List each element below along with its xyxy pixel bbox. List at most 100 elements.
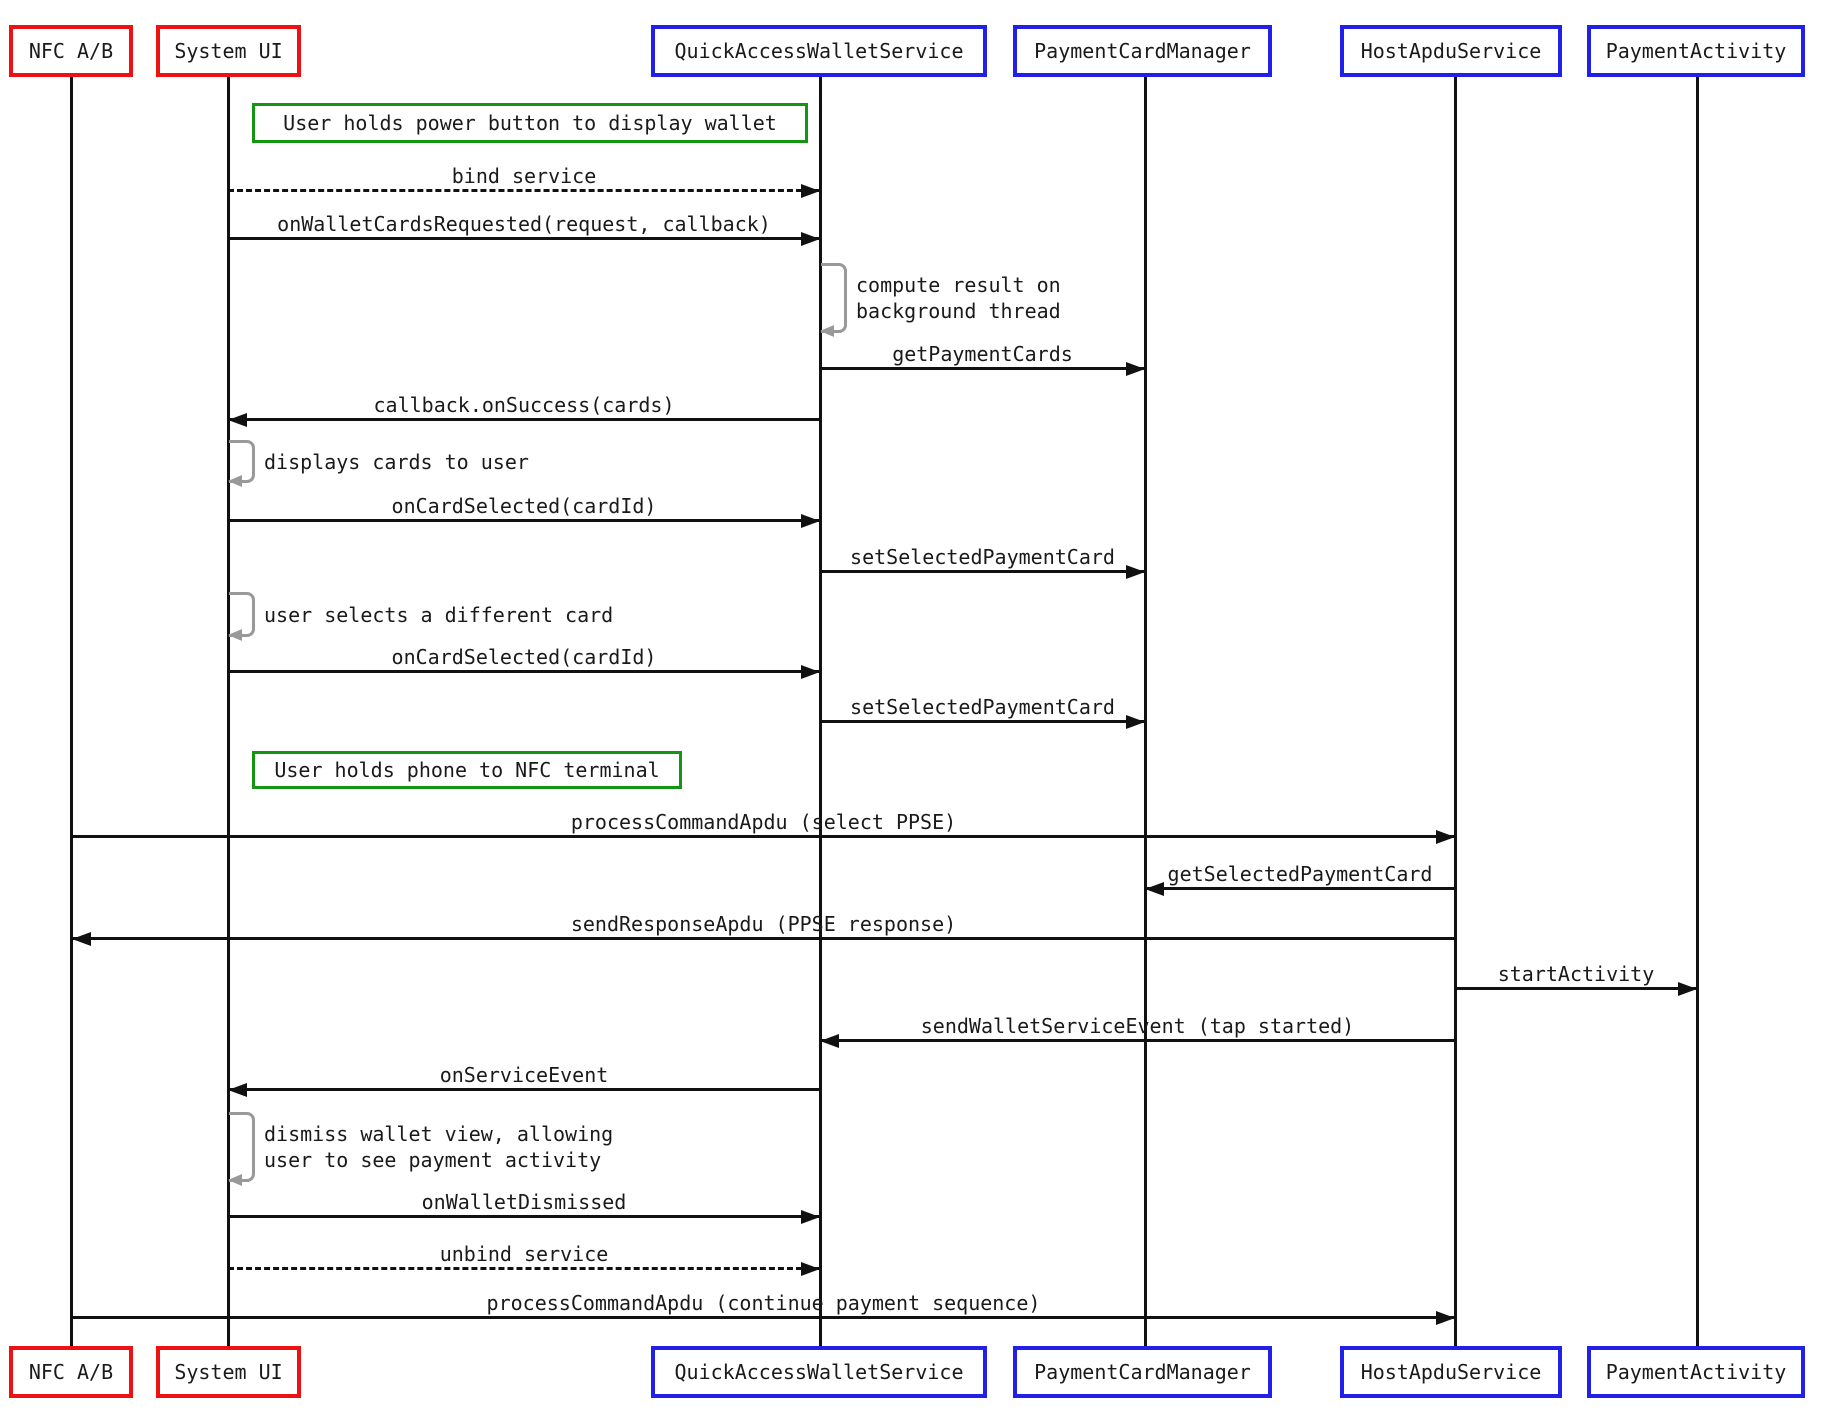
message-line xyxy=(228,1082,820,1097)
lifeline-system-ui xyxy=(227,72,230,1346)
message-label: setSelectedPaymentCard xyxy=(850,545,1115,569)
arrowhead-right-icon xyxy=(1678,981,1697,996)
message-label: getPaymentCards xyxy=(892,342,1073,366)
lifeline-payment-card-manager xyxy=(1144,72,1147,1346)
arrowhead-right-icon xyxy=(801,1261,820,1276)
self-message-label: dismiss wallet view, allowing user to se… xyxy=(264,1122,614,1172)
message-line xyxy=(820,361,1145,376)
message-onwalletdismissed: onWalletDismissed xyxy=(228,1189,820,1224)
note-user-holds-power-button: User holds power button to display walle… xyxy=(252,103,808,143)
arrowhead-right-icon xyxy=(801,664,820,679)
message-processcommandapdu-continue: processCommandApdu (continue payment seq… xyxy=(72,1290,1455,1325)
message-label: sendWalletServiceEvent (tap started) xyxy=(920,1014,1355,1038)
participant-top-payment-activity: PaymentActivity xyxy=(1587,25,1805,77)
self-message-bracket xyxy=(228,440,255,487)
message-oncardselected-1: onCardSelected(cardId) xyxy=(228,493,820,528)
participant-top-host-apdu-service: HostApduService xyxy=(1340,25,1562,77)
message-line xyxy=(1455,981,1697,996)
arrowhead-left-icon xyxy=(820,325,834,337)
arrowhead-right-icon xyxy=(801,183,820,198)
message-setselectedpaymentcard-2: setSelectedPaymentCard xyxy=(820,694,1145,729)
note-user-holds-phone-nfc: User holds phone to NFC terminal xyxy=(252,751,682,789)
message-bind-service: bind service xyxy=(228,163,820,198)
message-line xyxy=(228,513,820,528)
message-label: onCardSelected(cardId) xyxy=(391,494,657,518)
self-message-label: displays cards to user xyxy=(264,449,529,474)
arrowhead-left-icon xyxy=(1145,881,1164,896)
message-oncardselected-2: onCardSelected(cardId) xyxy=(228,644,820,679)
message-line xyxy=(228,664,820,679)
participant-top-nfc-ab: NFC A/B xyxy=(9,25,133,77)
arrowhead-left-icon xyxy=(228,1174,242,1186)
message-label: callback.onSuccess(cards) xyxy=(373,393,675,417)
message-label: onCardSelected(cardId) xyxy=(391,645,657,669)
message-label: processCommandApdu (continue payment seq… xyxy=(486,1291,1041,1315)
message-line xyxy=(228,183,820,198)
participant-bottom-nfc-ab: NFC A/B xyxy=(9,1346,133,1398)
self-message-label: compute result on background thread xyxy=(856,273,1061,323)
participant-top-system-ui: System UI xyxy=(156,25,301,77)
self-message-bracket xyxy=(820,263,847,337)
self-message-dismiss-wallet-view: dismiss wallet view, allowing user to se… xyxy=(228,1112,708,1186)
arrowhead-right-icon xyxy=(801,1209,820,1224)
self-message-displays-cards: displays cards to user xyxy=(228,440,708,487)
arrowhead-right-icon xyxy=(1436,829,1455,844)
message-label: setSelectedPaymentCard xyxy=(850,695,1115,719)
message-line xyxy=(228,231,820,246)
message-line xyxy=(228,412,820,427)
arrowhead-right-icon xyxy=(1126,714,1145,729)
arrowhead-left-icon xyxy=(228,1082,247,1097)
message-label: bind service xyxy=(451,164,597,188)
self-message-user-selects-different-card: user selects a different card xyxy=(228,592,708,641)
arrowhead-left-icon xyxy=(820,1033,839,1048)
message-getpaymentcards: getPaymentCards xyxy=(820,341,1145,376)
self-message-label: user selects a different card xyxy=(264,602,614,627)
message-line xyxy=(820,714,1145,729)
self-message-compute-result: compute result on background thread xyxy=(820,263,1300,337)
message-callback-onsuccess: callback.onSuccess(cards) xyxy=(228,392,820,427)
message-line xyxy=(228,1261,820,1276)
self-message-bracket xyxy=(228,592,255,641)
message-line xyxy=(228,1209,820,1224)
arrowhead-right-icon xyxy=(801,231,820,246)
lifeline-host-apdu-service xyxy=(1454,72,1457,1346)
message-sendwalletserviceevent: sendWalletServiceEvent (tap started) xyxy=(820,1013,1455,1048)
participant-bottom-payment-card-manager: PaymentCardManager xyxy=(1013,1346,1272,1398)
message-label: onWalletCardsRequested(request, callback… xyxy=(277,212,771,236)
message-line xyxy=(72,931,1455,946)
participant-bottom-quick-access-wallet-service: QuickAccessWalletService xyxy=(651,1346,987,1398)
participant-bottom-system-ui: System UI xyxy=(156,1346,301,1398)
message-label: onWalletDismissed xyxy=(421,1190,627,1214)
lifeline-nfc-ab xyxy=(70,72,73,1346)
message-line xyxy=(820,1033,1455,1048)
participant-top-quick-access-wallet-service: QuickAccessWalletService xyxy=(651,25,987,77)
message-processcommandapdu-select-ppse: processCommandApdu (select PPSE) xyxy=(72,809,1455,844)
participant-bottom-host-apdu-service: HostApduService xyxy=(1340,1346,1562,1398)
arrowhead-left-icon xyxy=(228,475,242,487)
message-label: processCommandApdu (select PPSE) xyxy=(570,810,957,834)
arrowhead-right-icon xyxy=(1126,564,1145,579)
message-label: sendResponseApdu (PPSE response) xyxy=(570,912,957,936)
message-onserviceevent: onServiceEvent xyxy=(228,1062,820,1097)
message-unbind-service: unbind service xyxy=(228,1241,820,1276)
self-message-bracket xyxy=(228,1112,255,1186)
message-line xyxy=(1145,881,1455,896)
lifeline-quick-access-wallet-service xyxy=(819,72,822,1346)
message-onwalletcardsrequested: onWalletCardsRequested(request, callback… xyxy=(228,211,820,246)
arrowhead-left-icon xyxy=(228,629,242,641)
participant-top-payment-card-manager: PaymentCardManager xyxy=(1013,25,1272,77)
arrowhead-right-icon xyxy=(801,513,820,528)
message-label: startActivity xyxy=(1497,962,1655,986)
message-sendresponseapdu: sendResponseApdu (PPSE response) xyxy=(72,911,1455,946)
message-label: onServiceEvent xyxy=(439,1063,609,1087)
message-label: unbind service xyxy=(439,1242,609,1266)
message-setselectedpaymentcard-1: setSelectedPaymentCard xyxy=(820,544,1145,579)
message-startactivity: startActivity xyxy=(1455,961,1697,996)
message-line xyxy=(72,1310,1455,1325)
message-getselectedpaymentcard: getSelectedPaymentCard xyxy=(1145,861,1455,896)
arrowhead-right-icon xyxy=(1126,361,1145,376)
participant-bottom-payment-activity: PaymentActivity xyxy=(1587,1346,1805,1398)
message-line xyxy=(820,564,1145,579)
message-label: getSelectedPaymentCard xyxy=(1167,862,1433,886)
